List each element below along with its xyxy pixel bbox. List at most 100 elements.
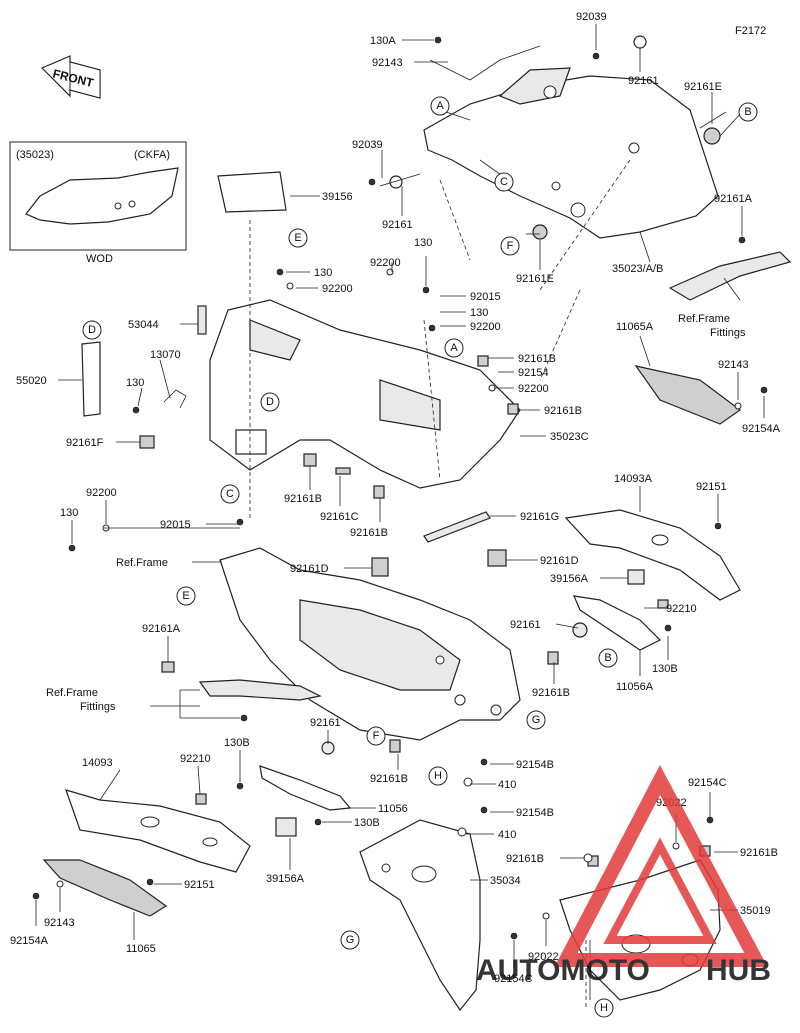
label-130B-right: 130B — [652, 663, 678, 675]
pad-39156A-right — [627, 569, 645, 585]
label-92200-d: 92200 — [518, 383, 549, 395]
callout-C-mid: C — [220, 484, 240, 504]
callout-F-top: F — [500, 236, 520, 256]
label-92200-a: 92200 — [370, 257, 401, 269]
label-92200-e: 92200 — [86, 487, 117, 499]
svg-text:E: E — [182, 590, 189, 602]
spring-13070 — [163, 389, 187, 409]
callout-B-mid: B — [598, 648, 618, 668]
svg-text:H: H — [434, 770, 442, 782]
callout-G-low: G — [340, 930, 360, 950]
label-92143-left: 92143 — [44, 917, 75, 929]
callout-H-mid: H — [428, 766, 448, 786]
fender-cover-14093 — [65, 789, 251, 873]
svg-text:D: D — [88, 324, 96, 336]
label-410-a: 410 — [498, 779, 516, 791]
label-92161C: 92161C — [320, 511, 359, 523]
svg-text:B: B — [744, 106, 751, 118]
svg-text:F: F — [507, 240, 514, 252]
label-92161A-left: 92161A — [142, 623, 181, 635]
label-92151-left: 92151 — [184, 879, 215, 891]
label-ref-frame-fittings-l1: Ref.Frame — [46, 687, 98, 699]
label-130-a: 130 — [414, 237, 432, 249]
front-arrow-icon: FRONT — [40, 55, 101, 99]
label-11056A: 11056A — [616, 681, 654, 693]
label-92015-a: 92015 — [470, 291, 501, 303]
svg-text:B: B — [604, 652, 611, 664]
label-35023AB: 35023/A/B — [612, 263, 663, 275]
pad-39156A-left — [275, 817, 297, 837]
label-53044: 53044 — [128, 319, 159, 331]
svg-text:G: G — [532, 714, 541, 726]
label-130-c: 130 — [470, 307, 488, 319]
figure-code: F2172 — [735, 25, 766, 37]
label-11065: 11065 — [126, 943, 156, 955]
label-ref-frame-fittings-l2: Fittings — [80, 701, 116, 713]
label-130-b: 130 — [314, 267, 332, 279]
label-92154B-b: 92154B — [516, 807, 554, 819]
callout-H-low: H — [594, 998, 614, 1018]
label-92143-top: 92143 — [372, 57, 403, 69]
frame-fitting-right — [668, 251, 792, 301]
label-14093A: 14093A — [614, 473, 653, 485]
bracket-11056 — [259, 765, 352, 811]
callout-C-top: C — [494, 172, 514, 192]
callout-F-mid: F — [366, 726, 386, 746]
callout-D-left: D — [82, 320, 102, 340]
label-39156A-left: 39156A — [266, 873, 305, 885]
label-92200-b: 92200 — [322, 283, 353, 295]
rear-subframe — [219, 547, 521, 741]
label-ref-frame-left: Ref.Frame — [116, 557, 168, 569]
clamp-53044 — [197, 305, 207, 335]
label-92154C-left: 92154C — [494, 973, 533, 985]
label-35023C: 35023C — [550, 431, 589, 443]
label-11065A: 11065A — [616, 321, 654, 333]
label-92161B-g: 92161B — [506, 853, 544, 865]
label-35019: 35019 — [740, 905, 771, 917]
label-92161-left: 92161 — [310, 717, 341, 729]
label-130A: 130A — [370, 35, 396, 47]
inset-caption: WOD — [86, 253, 113, 265]
label-92015-b: 92015 — [160, 519, 191, 531]
label-92161E-low: 92161E — [516, 273, 554, 285]
label-92161B-e: 92161B — [532, 687, 570, 699]
label-92161D-a: 92161D — [290, 563, 329, 575]
label-92161B-f: 92161B — [370, 773, 408, 785]
label-92161-top: 92161 — [628, 75, 659, 87]
svg-text:C: C — [226, 488, 234, 500]
label-92161B-b: 92161B — [544, 405, 582, 417]
label-92210-left: 92210 — [180, 753, 211, 765]
label-92039-top: 92039 — [576, 11, 607, 23]
label-13070: 13070 — [150, 349, 181, 361]
side-cover-11065 — [42, 859, 168, 917]
label-92161F: 92161F — [66, 437, 104, 449]
inset-top-left: (35023) — [16, 149, 54, 161]
inset-box: (35023) (CKFA) WOD — [9, 141, 187, 265]
callout-E-top: E — [288, 228, 308, 248]
label-92161G: 92161G — [520, 511, 559, 523]
side-cover-11065A — [634, 365, 742, 425]
watermark-text-1: AUTOMOTO — [476, 954, 650, 987]
label-410-b: 410 — [498, 829, 516, 841]
fender-35034 — [359, 819, 481, 1012]
label-130-e: 130 — [60, 507, 78, 519]
label-92161B-h: 92161B — [740, 847, 778, 859]
label-130B-left2: 130B — [354, 817, 380, 829]
label-92200-c: 92200 — [470, 321, 501, 333]
label-92154B-a: 92154B — [516, 759, 554, 771]
label-92161E-right: 92161E — [684, 81, 722, 93]
svg-text:E: E — [294, 232, 301, 244]
part-labels: 130A 92039 92143 92161 92161E 92039 9216… — [10, 11, 781, 985]
label-14093: 14093 — [82, 757, 113, 769]
label-55020: 55020 — [16, 375, 47, 387]
label-92039-left: 92039 — [352, 139, 383, 151]
label-92022-b: 92022 — [528, 951, 559, 963]
label-92154C-right: 92154C — [688, 777, 727, 789]
label-35034: 35034 — [490, 875, 521, 887]
label-92161B-d: 92161B — [350, 527, 388, 539]
label-92161-mid: 92161 — [382, 219, 413, 231]
svg-text:A: A — [450, 342, 458, 354]
label-ref-frame-fittings-r2: Fittings — [710, 327, 746, 339]
label-92151-right: 92151 — [696, 481, 727, 493]
label-92161-right: 92161 — [510, 619, 541, 631]
